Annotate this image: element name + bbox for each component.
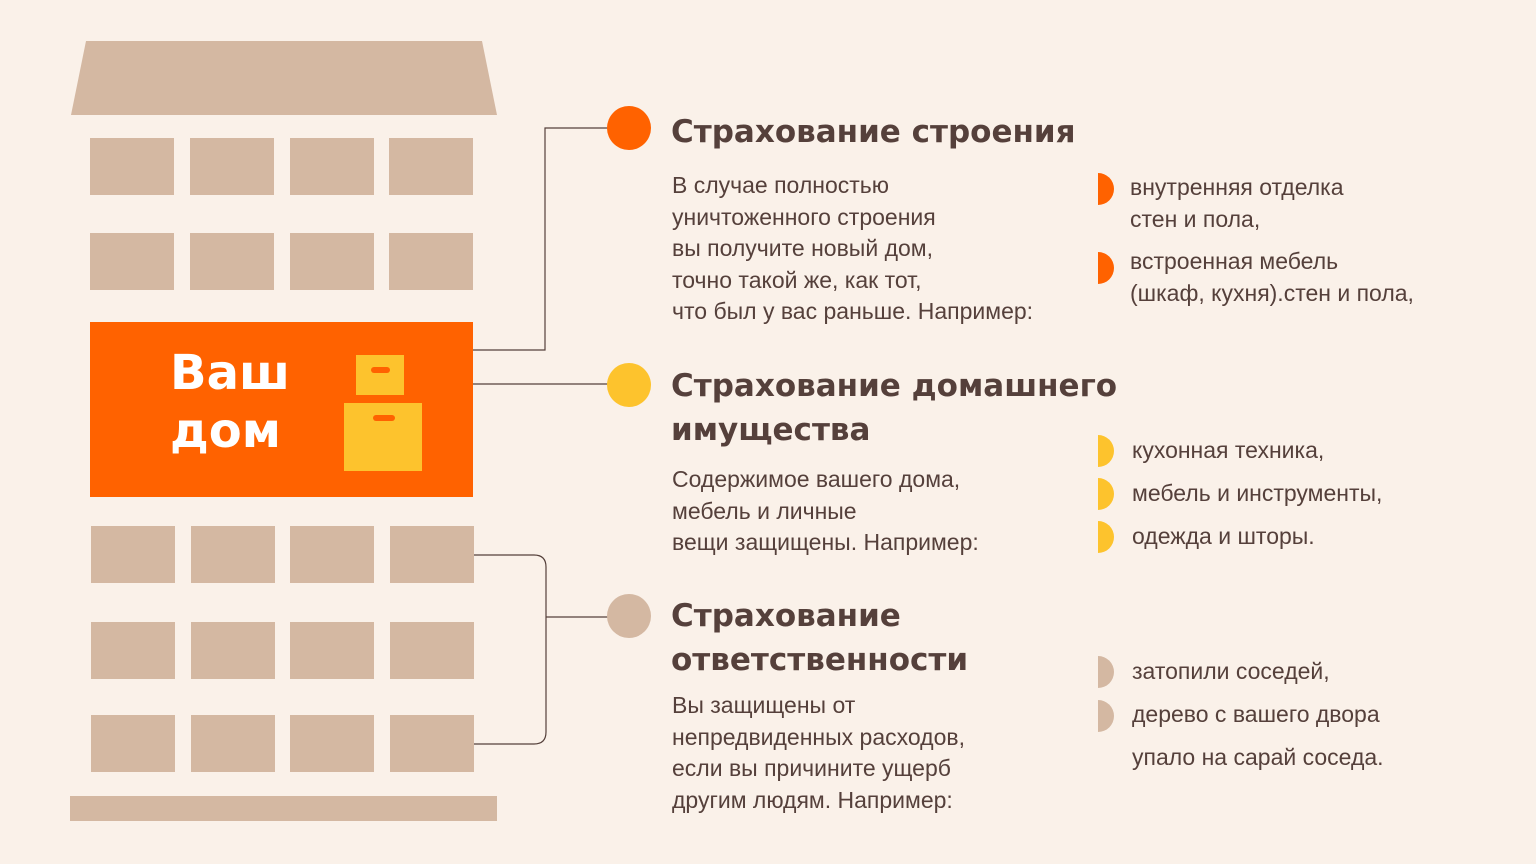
window: [389, 138, 473, 195]
desc-line: мебель и личные: [672, 497, 857, 524]
structure-description: В случае полностью уничтоженного строени…: [672, 170, 1033, 328]
bullet-line: внутренняя отделка: [1130, 174, 1344, 200]
structure-dot-icon: [607, 106, 651, 150]
window: [191, 622, 275, 679]
liability-title: Страхование ответственности: [671, 594, 968, 682]
box-handle: [373, 415, 395, 421]
window: [191, 715, 275, 772]
half-circle-yellow-icon: [1098, 478, 1114, 510]
property-bullet-3: одежда и шторы.: [1132, 521, 1315, 553]
upper-windows: [90, 138, 473, 290]
building-base: [70, 796, 497, 821]
window: [190, 233, 274, 290]
desc-line: что был у вас раньше. Например:: [672, 298, 1034, 324]
liability-dot-icon: [607, 594, 651, 638]
property-title: Страхование домашнего имущества: [671, 364, 1117, 452]
property-description: Содержимое вашего дома, мебель и личные …: [672, 464, 979, 559]
connector-line-structure: [473, 127, 610, 351]
half-circle-yellow-icon: [1098, 435, 1114, 467]
desc-line: вы получите новый дом,: [672, 235, 933, 261]
half-circle-orange-icon: [1098, 173, 1114, 205]
window: [290, 715, 374, 772]
structure-title: Страхование строения: [671, 110, 1076, 154]
structure-bullet-1: внутренняя отделка стен и пола,: [1130, 172, 1344, 235]
desc-line: точно такой же, как тот,: [672, 266, 922, 293]
property-title-line: Страхование домашнего: [671, 368, 1118, 404]
desc-line: Вы защищены от: [672, 692, 856, 718]
bullet-line: затопили соседей,: [1132, 658, 1330, 684]
your-home-block: Ваш дом: [90, 322, 473, 497]
liability-title-line: Страхование: [671, 598, 901, 634]
your-home-line-1: Ваш: [170, 345, 290, 401]
desc-line: непредвиденных расходов,: [672, 723, 965, 750]
window: [290, 138, 374, 195]
window: [90, 233, 174, 290]
bullet-line: стен и пола,: [1130, 205, 1261, 232]
box-large-icon: [344, 403, 422, 471]
desc-line: если вы причините ущерб: [672, 755, 951, 781]
desc-line: вещи защищены. Например:: [672, 529, 979, 555]
window: [90, 138, 174, 195]
your-home-line-2: дом: [170, 403, 281, 459]
bullet-line: кухонная техника,: [1132, 437, 1325, 463]
bullet-line: (шкаф, кухня).стен и пола,: [1130, 279, 1414, 306]
liability-bullet-2: дерево с вашего двора упало на сарай сос…: [1132, 699, 1384, 773]
bullet-line: встроенная мебель: [1130, 248, 1339, 274]
window: [290, 622, 374, 679]
box-handle: [371, 367, 390, 373]
window: [390, 715, 474, 772]
desc-line: другим людям. Например:: [672, 786, 953, 813]
window: [91, 622, 175, 679]
bullet-line: одежда и шторы.: [1132, 523, 1315, 549]
lower-windows: [91, 526, 474, 772]
window: [290, 526, 374, 583]
window: [191, 526, 275, 583]
structure-bullet-2: встроенная мебель (шкаф, кухня).стен и п…: [1130, 246, 1414, 309]
window: [290, 233, 374, 290]
window: [390, 622, 474, 679]
half-circle-beige-icon: [1098, 700, 1114, 732]
desc-line: В случае полностью: [672, 172, 890, 198]
half-circle-beige-icon: [1098, 656, 1114, 688]
window: [390, 526, 474, 583]
window: [389, 233, 473, 290]
window: [91, 526, 175, 583]
bullet-line: дерево с вашего двора: [1132, 701, 1380, 727]
property-title-line: имущества: [671, 412, 871, 448]
your-home-label: Ваш дом: [170, 344, 300, 460]
window: [190, 138, 274, 195]
half-circle-yellow-icon: [1098, 521, 1114, 553]
desc-line: Содержимое вашего дома,: [672, 466, 961, 492]
bullet-line: упало на сарай соседа.: [1132, 743, 1384, 770]
liability-bullet-1: затопили соседей,: [1132, 656, 1330, 688]
connector-line-liability: [474, 554, 610, 745]
liability-title-line: ответственности: [671, 642, 969, 678]
half-circle-orange-icon: [1098, 252, 1114, 284]
structure-title-line: Страхование строения: [671, 114, 1076, 150]
property-dot-icon: [607, 363, 651, 407]
property-bullet-1: кухонная техника,: [1132, 435, 1324, 467]
property-bullet-2: мебель и инструменты,: [1132, 478, 1382, 510]
liability-description: Вы защищены от непредвиденных расходов, …: [672, 690, 965, 816]
desc-line: уничтоженного строения: [672, 203, 936, 230]
window: [91, 715, 175, 772]
box-small-icon: [356, 355, 404, 395]
bullet-line: мебель и инструменты,: [1132, 480, 1383, 506]
building-roof: [71, 41, 497, 115]
